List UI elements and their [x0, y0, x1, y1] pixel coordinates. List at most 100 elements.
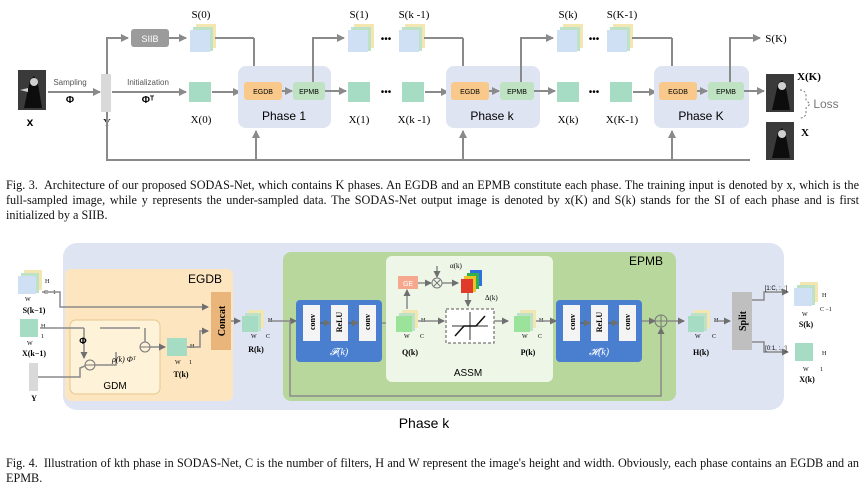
s-in-stack — [18, 270, 42, 294]
concat-block — [211, 292, 231, 350]
phase-K-label: Phase K — [678, 109, 723, 123]
gdm-label: GDM — [103, 381, 126, 392]
fig4-caption-text: Illustration of kth phase in SODAS-Net, … — [6, 456, 859, 485]
concat-label: Concat — [217, 305, 228, 336]
y-in-bar — [29, 363, 38, 391]
phase-1-egdb-label: EGDB — [253, 89, 273, 96]
ground-truth-image — [766, 122, 794, 160]
x0-block — [189, 82, 211, 102]
xk-label: X(k) — [558, 114, 579, 126]
h-conv-2-label: conv — [623, 314, 632, 330]
s-in-label: S(k−1) — [23, 306, 46, 315]
split-label: Split — [738, 310, 749, 331]
x-in-label: X(k−1) — [22, 349, 46, 358]
s-out-dim-w: W — [802, 312, 808, 318]
figure-4: Phase k H C −1 W S(k−1) H 1 W X(k−1) Y E… — [18, 243, 832, 431]
x-dots-2: ••• — [589, 87, 600, 98]
x0-label: X(0) — [191, 114, 212, 126]
r-dim-w: W — [251, 334, 257, 340]
sampling-label: Sampling — [53, 78, 86, 87]
t-to-concat — [187, 327, 209, 348]
siib-block — [131, 29, 169, 47]
sk-label: S(k) — [559, 9, 578, 21]
split-top-label: [1:C, :, :] — [765, 286, 788, 292]
split-bot-label: [0:1, :, :] — [765, 346, 787, 352]
delta-label: Δ(k) — [485, 294, 498, 302]
x-in-block — [20, 319, 38, 337]
s-in-dim-h: H — [45, 279, 50, 285]
s0-stack — [190, 24, 216, 52]
s-out-label: S(k) — [799, 320, 814, 329]
ge-block — [398, 276, 418, 289]
y-in-label: Y — [31, 394, 37, 403]
arrow-pK-sK — [729, 34, 761, 82]
epmb-title: EPMB — [629, 254, 663, 268]
fig3-caption-text: Architecture of our proposed SODAS-Net, … — [6, 178, 859, 222]
r-dim-c: C — [266, 334, 270, 340]
h-relu-label: ReLU — [595, 312, 604, 333]
q-stack — [396, 310, 418, 332]
f-conv-1-label: conv — [308, 314, 317, 330]
egdb-title: EGDB — [188, 272, 222, 286]
hk-stack — [688, 310, 710, 332]
q-label: Q(k) — [402, 348, 418, 357]
p-dim-c: C — [538, 334, 542, 340]
minus-to-rho — [95, 352, 117, 366]
t-dim-w: W — [175, 360, 181, 366]
xk-block — [557, 82, 579, 102]
x-dots-1: ••• — [381, 87, 392, 98]
skip-connection — [289, 321, 665, 397]
f-conv-1 — [303, 305, 320, 341]
y-feed-line — [106, 112, 750, 161]
x-in-dim-h: H — [41, 324, 46, 330]
f-conv-2 — [359, 305, 376, 341]
p-stack — [514, 310, 536, 332]
x1-block — [348, 82, 370, 102]
hk-dim-w: W — [695, 334, 701, 340]
x1-label: X(1) — [349, 114, 370, 126]
sk-stack — [557, 24, 583, 52]
s1-stack — [348, 24, 374, 52]
hk-dim-c: C — [712, 334, 716, 340]
gdm-box — [69, 319, 161, 395]
sk1-stack — [399, 24, 425, 52]
rho-label: ρ(k) Φᵀ — [111, 355, 137, 364]
multiply-sign — [433, 279, 441, 287]
xK1-label: X(K-1) — [606, 114, 639, 126]
hk-label: H(k) — [693, 348, 709, 357]
x-out-dim-w: W — [803, 367, 809, 373]
split-to-s — [752, 288, 789, 301]
phase-1-box — [238, 66, 331, 128]
fig3-caption-label: Fig. 3. — [6, 178, 38, 192]
f-relu — [331, 305, 348, 341]
s-in-dim-w: W — [25, 297, 31, 303]
loss-label: Loss — [813, 97, 838, 111]
s-dots-1: ••• — [381, 34, 392, 45]
s0-label: S(0) — [192, 9, 211, 21]
phase-k-egdb-label: EGDB — [460, 89, 480, 96]
h-conv-1-label: conv — [568, 314, 577, 330]
phase-k-epmb-label: EPMB — [507, 89, 527, 96]
arrow-pk-sk — [520, 34, 554, 82]
arrow-to-siib — [106, 34, 129, 74]
h-func-label: 𝓗(k) — [589, 347, 610, 358]
p-dim-w: W — [522, 334, 528, 340]
q-dim-w: W — [404, 334, 410, 340]
phase-K-egdb-label: EGDB — [668, 89, 688, 96]
t-dim-1: 1 — [189, 360, 192, 366]
phase-k-epmb — [500, 82, 534, 100]
add-sign — [655, 315, 667, 327]
phase-K-epmb — [708, 82, 744, 100]
fig4-caption-label: Fig. 4. — [6, 456, 38, 470]
h-conv-1 — [563, 305, 580, 341]
arrow-p1-s1 — [312, 34, 345, 82]
phase-1-epmb — [293, 82, 325, 100]
threshold-curve — [454, 315, 486, 337]
x-out-dim-1: 1 — [820, 367, 823, 373]
x-gt-label: X — [801, 127, 809, 139]
alpha-label: α(k) — [450, 262, 462, 270]
figure-3: x Sampling Φ Y Initialization Φᵀ SIIB S(… — [18, 9, 839, 161]
split-block — [732, 292, 752, 350]
x-out-dim-h: H — [822, 351, 827, 357]
